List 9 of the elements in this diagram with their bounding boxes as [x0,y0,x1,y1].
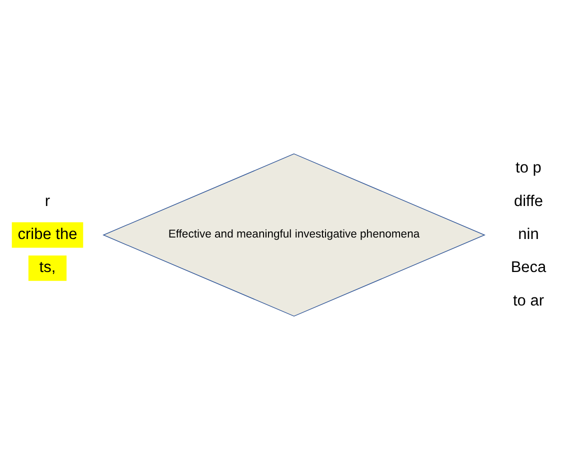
label: diffe [514,192,544,210]
label: nin [518,226,539,243]
label: ts, [39,259,56,276]
label: to ar [512,292,544,310]
node-diamond: Effective and meaningful investigative phenomena [102,153,486,317]
label: cribe the [18,226,78,243]
label: to p [516,160,542,177]
label: r [44,192,50,210]
label: Beca [510,259,546,276]
